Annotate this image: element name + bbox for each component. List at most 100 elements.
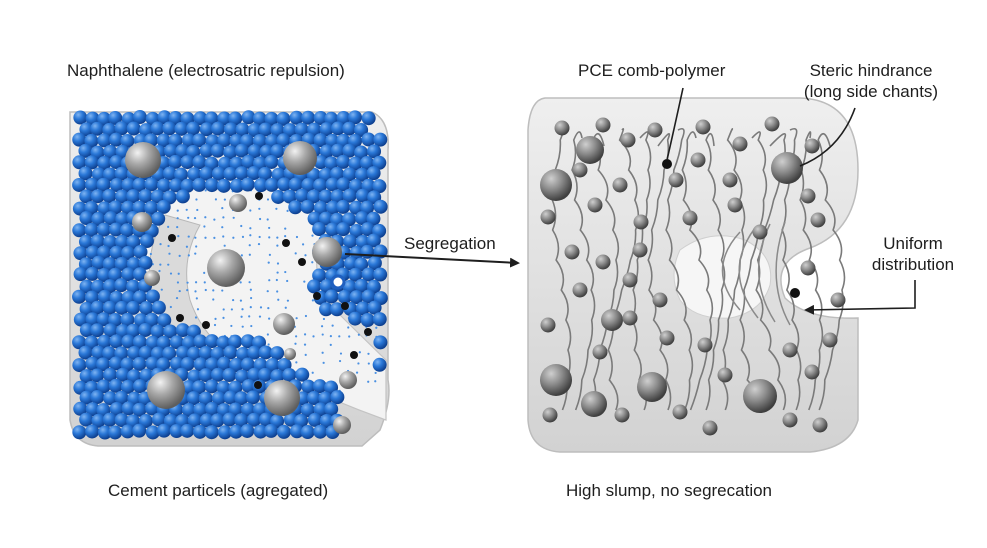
naphthalene-particle — [264, 423, 279, 438]
naphthalene-particle — [187, 369, 202, 384]
naphthalene-particle — [205, 357, 220, 372]
naphthalene-particle — [144, 200, 159, 215]
cement-particle-small — [804, 364, 820, 380]
naphthalene-particle — [217, 356, 232, 371]
naphthalene-particle — [282, 189, 297, 204]
steric-label-line2: (long side chants) — [803, 82, 939, 101]
naphthalene-particle — [72, 335, 87, 350]
naphthalene-particle — [103, 211, 118, 226]
dispersion-dot — [329, 343, 332, 346]
naphthalene-particle — [234, 413, 249, 428]
dispersion-dot — [276, 262, 280, 265]
dispersion-dot — [266, 333, 269, 336]
dispersion-dot — [249, 306, 252, 309]
black-dot — [254, 381, 262, 389]
naphthalene-particle — [313, 402, 328, 417]
left-cement-particles — [125, 141, 357, 434]
naphthalene-particle — [103, 235, 118, 250]
dispersion-dot — [294, 342, 297, 345]
dispersion-dot — [267, 261, 270, 264]
dispersion-dot — [194, 290, 197, 293]
dispersion-dot — [266, 218, 269, 221]
cement-particle-large — [576, 136, 604, 164]
naphthalene-particle — [145, 335, 160, 350]
naphthalene-particle — [162, 121, 177, 136]
dispersion-dot — [186, 281, 189, 284]
black-dot — [202, 321, 210, 329]
naphthalene-particle — [300, 199, 315, 214]
naphthalene-particle — [222, 368, 237, 383]
dispersion-dot — [167, 225, 170, 228]
naphthalene-particle — [372, 357, 387, 372]
naphthalene-particle — [343, 256, 358, 271]
naphthalene-particle — [301, 110, 316, 125]
dispersion-dot — [295, 317, 298, 320]
naphthalene-particle — [325, 222, 340, 237]
naphthalene-particle — [324, 156, 339, 171]
cement-particle-small — [822, 332, 838, 348]
naphthalene-particle — [145, 356, 160, 371]
naphthalene-particle — [132, 402, 147, 417]
naphthalene-particle — [85, 312, 100, 327]
naphthalene-particle — [120, 133, 135, 148]
dispersion-dot — [186, 289, 189, 292]
naphthalene-particle — [90, 279, 105, 294]
cement-particle-small — [764, 116, 780, 132]
naphthalene-particle — [337, 289, 352, 304]
dispersion-dot — [303, 343, 307, 346]
naphthalene-particle — [270, 144, 285, 159]
naphthalene-particle — [282, 368, 297, 383]
naphthalene-particle — [109, 334, 124, 349]
naphthalene-particle — [264, 177, 279, 192]
cement-particle-small — [732, 136, 748, 152]
dispersion-dot — [221, 207, 224, 210]
pce-label: PCE comb-polymer — [578, 61, 726, 80]
naphthalene-particle — [348, 267, 363, 282]
cement-particle-small — [652, 292, 668, 308]
cement-particle-large — [601, 309, 623, 331]
naphthalene-particle — [121, 267, 136, 282]
cement-particle-small — [695, 119, 711, 135]
naphthalene-particle — [324, 402, 339, 417]
dispersion-dot — [248, 244, 251, 247]
naphthalene-particle — [270, 123, 285, 138]
naphthalene-particle — [132, 290, 147, 305]
naphthalene-particle — [181, 402, 196, 417]
naphthalene-particle — [97, 268, 112, 283]
naphthalene-particle — [144, 312, 159, 327]
cement-particle — [125, 142, 161, 178]
naphthalene-particle — [103, 391, 118, 406]
black-dot — [350, 351, 358, 359]
naphthalene-particle — [204, 379, 219, 394]
naphthalene-particle — [151, 412, 166, 427]
cement-particle-large — [540, 364, 572, 396]
uniform-dot — [790, 288, 800, 298]
naphthalene-particle — [186, 121, 201, 136]
dispersion-dot — [275, 278, 278, 282]
bent-side-chain — [721, 231, 741, 311]
dispersion-dot — [295, 235, 299, 239]
side-chain-strand — [631, 131, 652, 411]
naphthalene-particle — [330, 143, 345, 158]
segregation-arrow — [344, 253, 520, 268]
dispersion-dot — [249, 227, 252, 230]
naphthalene-particle — [336, 222, 351, 237]
dispersion-dot — [258, 217, 262, 221]
cement-particle-small — [587, 197, 603, 213]
naphthalene-particle — [319, 302, 334, 317]
naphthalene-particle — [150, 121, 165, 136]
naphthalene-particle — [223, 345, 238, 360]
naphthalene-particle — [91, 255, 106, 270]
naphthalene-particle — [193, 402, 208, 417]
naphthalene-particle — [318, 189, 333, 204]
side-chain-strand — [817, 133, 846, 411]
cement-particle — [264, 380, 300, 416]
dispersion-dot — [195, 297, 198, 300]
black-dot — [313, 292, 321, 300]
cement-particle-large — [540, 169, 572, 201]
naphthalene-particle — [343, 234, 358, 249]
dispersion-dot — [222, 216, 225, 219]
naphthalene-particle — [240, 177, 255, 192]
naphthalene-particle — [361, 267, 376, 282]
naphthalene-particle — [199, 143, 214, 158]
